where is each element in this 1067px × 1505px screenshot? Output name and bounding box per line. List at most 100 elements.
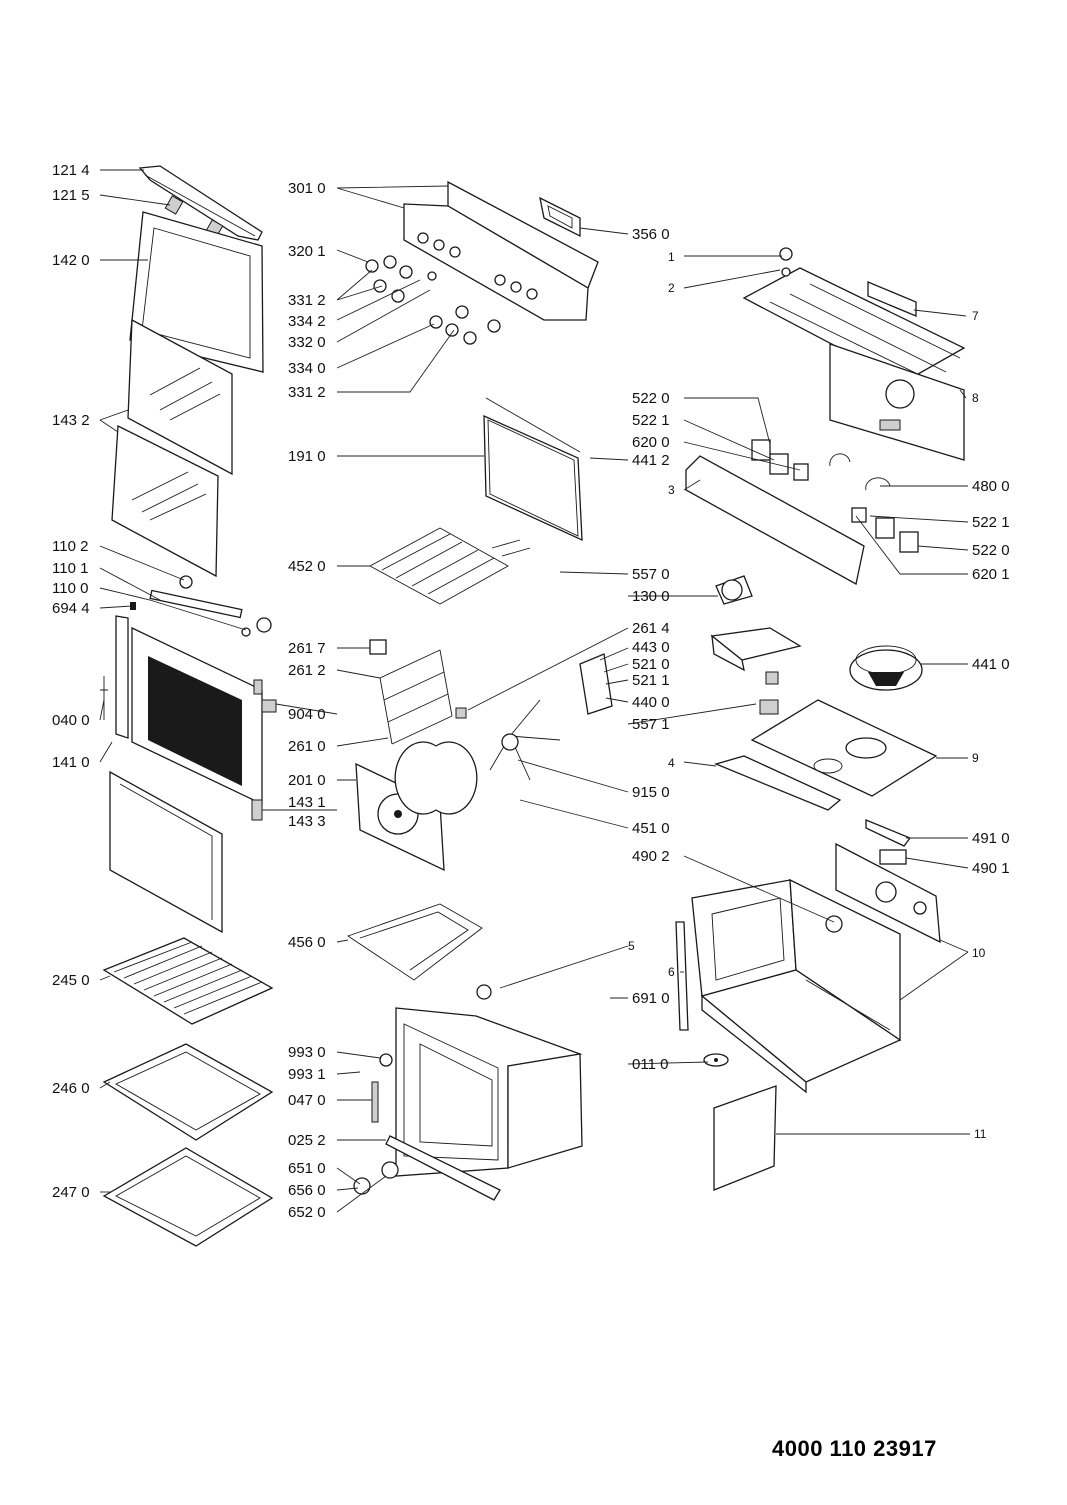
front-strip-part [714,755,842,811]
label-1410: 141 0 [52,754,90,771]
leader-lines [99,169,970,1213]
top-cover-part [742,247,966,383]
label-9040: 904 0 [288,706,326,723]
label-2610: 261 0 [288,738,326,755]
cooling-fan-part [849,645,923,691]
electronic-board-part [685,439,919,585]
rear-panel-right-part [835,842,941,944]
label-0400: 040 0 [52,712,90,729]
control-knobs-part [365,255,501,345]
label-3560: 356 0 [632,226,670,243]
label-9150: 915 0 [632,784,670,801]
label-4410: 441 0 [972,656,1010,673]
label-4400: 440 0 [632,694,670,711]
grill-element-part [346,903,483,981]
label-4430: 443 0 [632,639,670,656]
label-3312b: 331 2 [288,384,326,401]
label-10: 10 [972,946,986,960]
label-2460: 246 0 [52,1080,90,1097]
label-4510: 451 0 [632,820,670,837]
label-4412: 441 2 [632,452,670,469]
label-1102: 110 2 [52,538,88,555]
label-3: 3 [668,483,675,497]
label-6510: 651 0 [288,1160,326,1177]
label-0470: 047 0 [288,1092,326,1109]
label-3342: 334 2 [288,313,326,330]
label-6910: 691 0 [632,990,670,1007]
document-number: 4000 110 23917 [772,1436,937,1461]
label-6200: 620 0 [632,434,670,451]
label-3320: 332 0 [288,334,326,351]
label-1101: 110 1 [52,560,88,577]
label-4: 4 [668,756,675,770]
oven-cavity-part [371,1007,583,1201]
label-2614: 261 4 [632,620,670,637]
label-2617: 261 7 [288,640,326,657]
rear-panel-fan-part [355,699,561,872]
door-hinge-parts [130,575,272,637]
label-6201: 620 1 [972,566,1010,583]
label-5571: 557 1 [632,716,670,733]
label-1433: 143 3 [288,813,326,830]
label-1214: 121 4 [52,162,90,179]
label-5210: 521 0 [632,656,670,673]
label-4800: 480 0 [972,478,1010,495]
label-1420: 142 0 [52,252,90,269]
label-4902: 490 2 [632,848,670,865]
base-plate-part [750,699,938,797]
label-6944: 694 4 [52,600,90,617]
label-4560: 456 0 [288,934,326,951]
label-8: 8 [972,391,979,405]
label-3010: 301 0 [288,180,326,197]
label-3340: 334 0 [288,360,326,377]
label-4901: 490 1 [972,860,1010,877]
fan-bracket-part [710,627,802,672]
label-4520: 452 0 [288,558,326,575]
side-rails-part [369,639,467,745]
label-9931: 993 1 [288,1066,326,1083]
label-7: 7 [972,309,979,323]
outer-door-glass-part [129,211,264,373]
label-1215: 121 5 [52,187,90,204]
control-panel-part [403,180,599,321]
label-6: 6 [668,965,675,979]
label-1432: 143 2 [52,412,90,429]
oven-door-seal-part [483,397,583,542]
label-2612: 261 2 [288,662,326,679]
label-6520: 652 0 [288,1204,326,1221]
label-6560: 656 0 [288,1182,326,1199]
label-5: 5 [628,939,635,953]
label-0110: 011 0 [632,1056,668,1073]
part-labels: 121 4 121 5 142 0 143 2 110 2 110 1 110 … [52,162,1010,1221]
label-1: 1 [668,250,675,264]
label-5220b: 522 0 [972,542,1010,559]
lamp-parts [353,984,492,1195]
label-5221b: 522 1 [972,514,1010,531]
label-11: 11 [974,1127,987,1141]
drip-pan-part [102,1147,274,1247]
motor-part [715,575,753,605]
label-2470: 247 0 [52,1184,90,1201]
label-4910: 491 0 [972,830,1010,847]
terminal-block-part [865,819,912,865]
label-3312a: 331 2 [288,292,326,309]
upper-heating-element-part [369,527,531,605]
baking-tray-part [102,1043,274,1141]
label-5221a: 522 1 [632,412,670,429]
label-2010: 201 0 [288,772,326,789]
motor-assembly-part [579,653,779,715]
label-9930: 993 0 [288,1044,326,1061]
label-9: 9 [972,751,979,765]
foot-part [703,1053,729,1067]
door-seal-part [109,770,223,934]
label-1910: 191 0 [288,448,326,465]
label-0252: 025 2 [288,1132,326,1149]
label-3201: 320 1 [288,243,326,260]
label-1431: 143 1 [288,794,326,811]
outer-casing-part [675,878,902,1094]
label-2450: 245 0 [52,972,90,989]
label-5211: 521 1 [632,672,670,689]
wire-rack-part [102,937,274,1025]
